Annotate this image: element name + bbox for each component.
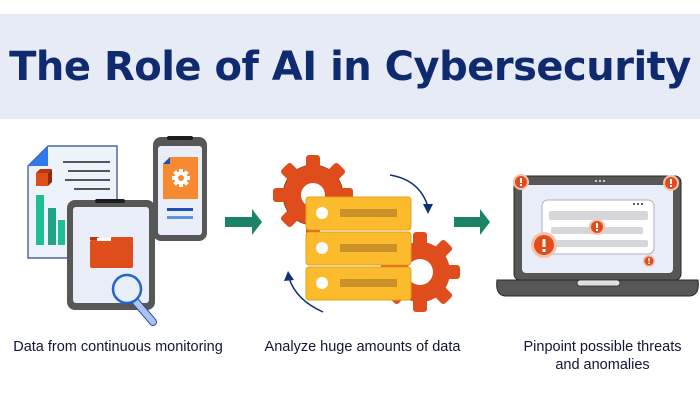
title-band: The Role of AI in Cybersecurity <box>0 14 700 119</box>
cycle-arrows-icon <box>288 174 429 313</box>
step-1-illustration <box>27 136 207 326</box>
step-3-illustration <box>496 174 699 297</box>
step-3-caption-line-2: and anomalies <box>555 357 650 373</box>
step-2-caption: Analyze huge amounts of data <box>264 339 461 355</box>
folder-icon <box>90 237 133 268</box>
alert-icon <box>513 174 529 190</box>
phone-settings-icon <box>153 136 207 241</box>
alert-icon <box>663 175 679 191</box>
top-strip <box>0 0 700 14</box>
arrowhead <box>284 271 294 281</box>
flow-arrow-2 <box>454 209 490 235</box>
flow-arrow-1 <box>225 209 262 235</box>
step-3-caption-line-1: Pinpoint possible threats <box>523 339 682 355</box>
alert-icon <box>589 219 605 235</box>
arrowhead <box>423 204 433 214</box>
page-title: The Role of AI in Cybersecurity <box>9 43 691 90</box>
magnifier-icon <box>111 273 157 326</box>
gear-icon <box>172 169 190 187</box>
step-1-caption: Data from continuous monitoring <box>13 339 223 355</box>
server-stack-icon <box>305 196 412 301</box>
step-3-caption: Pinpoint possible threats and anomalies <box>515 338 690 374</box>
alert-icon <box>531 232 557 258</box>
tablet-folder-icon <box>67 199 155 310</box>
step-2-illustration <box>273 155 460 313</box>
alert-icon <box>643 255 655 267</box>
laptop-icon <box>496 175 699 297</box>
